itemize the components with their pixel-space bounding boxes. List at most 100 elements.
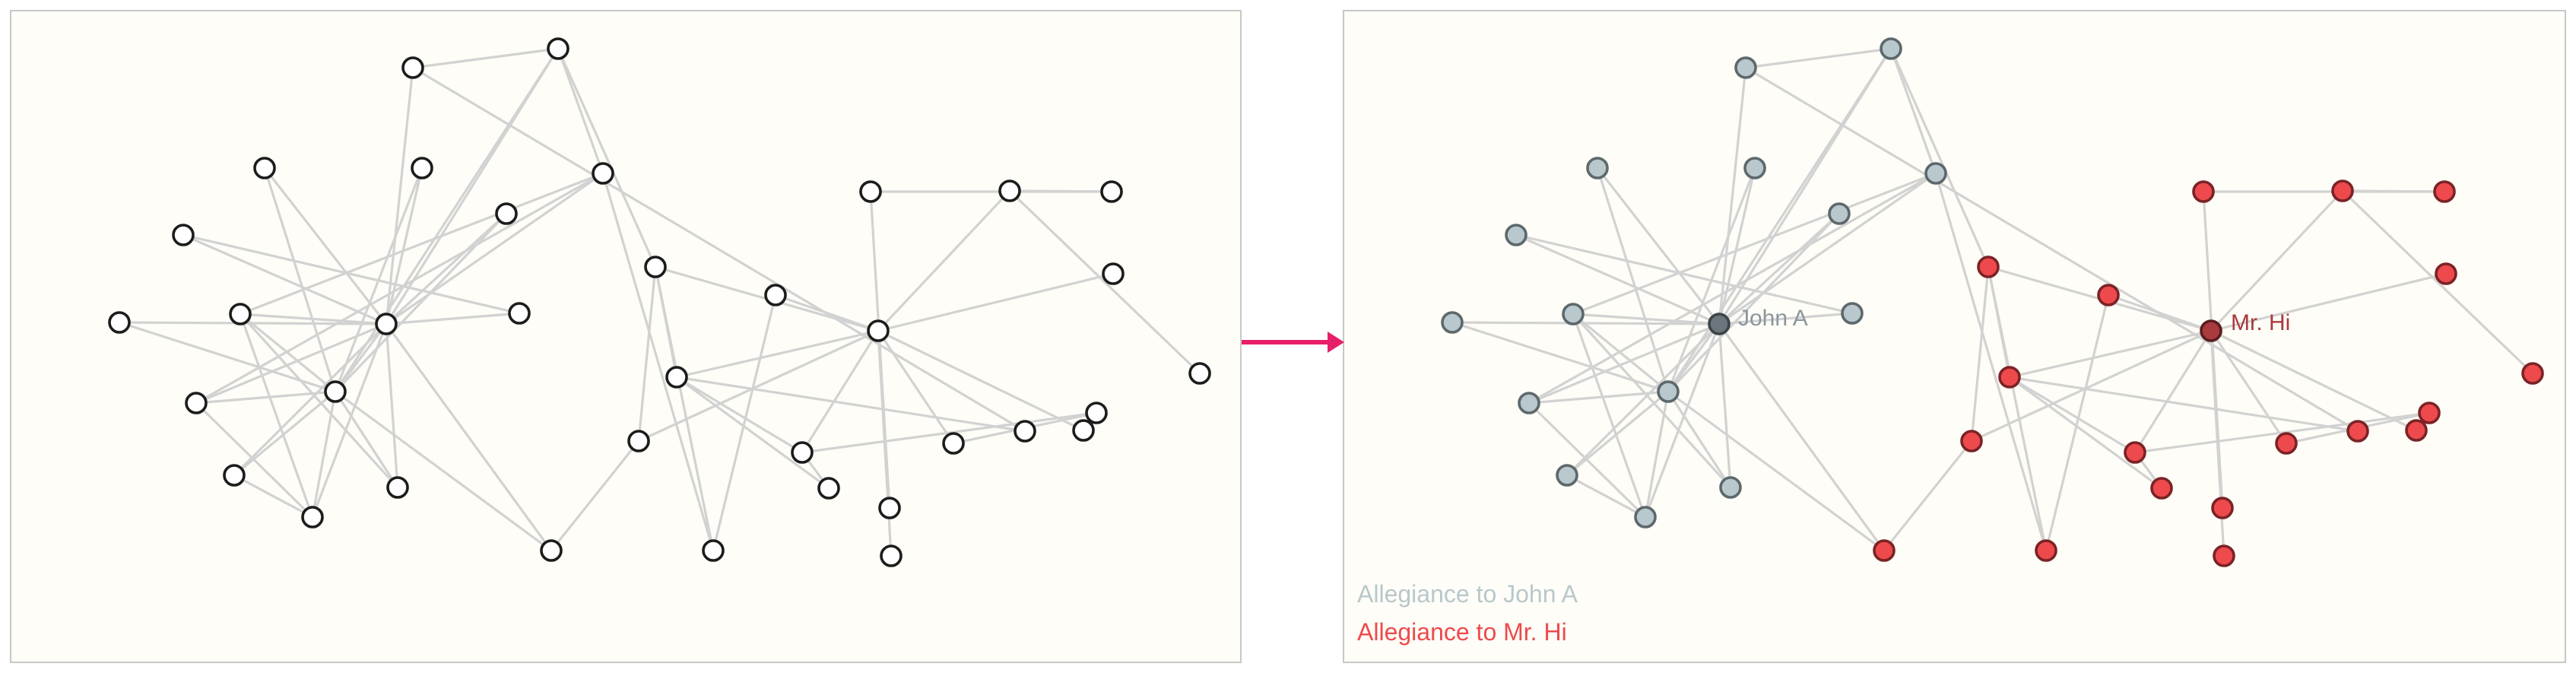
right-edge xyxy=(1451,321,1720,325)
left-node xyxy=(817,477,840,500)
right-node-john xyxy=(1734,56,1757,79)
right-edge xyxy=(1745,47,1892,69)
right-edge xyxy=(1566,322,1721,477)
left-node xyxy=(324,380,347,403)
right-node-hi xyxy=(2435,262,2457,285)
right-node-john xyxy=(1441,311,1464,334)
right-edge xyxy=(1718,172,1937,325)
right-edge xyxy=(2210,272,2447,332)
left-edge xyxy=(335,390,552,552)
left-edge xyxy=(239,313,399,489)
left-edge xyxy=(239,313,337,393)
right-edge xyxy=(1718,167,1756,325)
right-node-hi xyxy=(2035,539,2057,562)
left-edge xyxy=(385,67,414,325)
right-node-hi xyxy=(1998,366,2021,389)
left-edge xyxy=(119,321,387,325)
right-edge xyxy=(1528,322,1720,405)
right-node-hi xyxy=(2150,477,2173,500)
right-node-hi xyxy=(2213,544,2235,567)
right-node-hi xyxy=(2346,420,2369,443)
left-node xyxy=(508,302,531,325)
left-edge xyxy=(801,411,1097,454)
right-edge xyxy=(2133,330,2213,453)
left-node xyxy=(375,313,398,335)
right-node-john xyxy=(1841,302,1864,325)
left-edge xyxy=(240,172,604,316)
right-edge xyxy=(1718,312,1853,325)
right-edge xyxy=(2134,411,2430,454)
right-edge xyxy=(1718,212,1841,325)
left-node xyxy=(301,506,324,529)
left-node xyxy=(386,476,409,499)
left-nodes xyxy=(108,37,1211,567)
left-edge xyxy=(385,167,424,325)
left-panel xyxy=(10,10,1242,663)
right-edge xyxy=(1566,390,1670,477)
arrow-head xyxy=(1328,332,1344,353)
right-node-hi xyxy=(1960,430,1983,452)
left-node xyxy=(665,366,688,389)
right-edge xyxy=(1515,233,1853,315)
right-node-john xyxy=(1657,380,1680,403)
left-node xyxy=(1100,180,1123,203)
right-edge xyxy=(1515,233,1720,325)
left-edge xyxy=(877,272,1114,332)
left-edge xyxy=(311,391,337,518)
right-node-john xyxy=(1586,157,1609,179)
right-node-hi xyxy=(2418,402,2441,424)
left-edge xyxy=(385,323,553,551)
left-node xyxy=(942,432,965,455)
right-edge xyxy=(2009,329,2212,379)
left-edge xyxy=(385,312,520,325)
right-edge xyxy=(1644,323,1721,518)
left-node xyxy=(540,539,563,562)
right-node-john xyxy=(1556,464,1578,487)
right-edge xyxy=(1889,48,1990,268)
left-edge xyxy=(263,167,388,325)
right-edge xyxy=(1596,167,1670,392)
right-panel xyxy=(1343,10,2566,663)
right-node-john xyxy=(1634,506,1657,529)
right-node-john xyxy=(1505,224,1528,246)
left-edge xyxy=(233,474,313,519)
right-edge xyxy=(1934,173,2048,551)
right-node-hi xyxy=(2433,180,2456,203)
left-edge xyxy=(263,167,337,392)
right-edge xyxy=(1572,313,1647,518)
left-node xyxy=(547,37,569,60)
left-edge xyxy=(877,329,1084,432)
left-edge xyxy=(385,172,604,325)
right-edge xyxy=(1971,329,2212,443)
right-node-hi xyxy=(2405,419,2428,442)
left-edge xyxy=(233,390,337,477)
right-edge xyxy=(1572,313,1732,489)
right-edge xyxy=(1572,172,1937,316)
left-edge xyxy=(412,47,559,69)
left-edge xyxy=(239,313,314,518)
left-node xyxy=(411,157,433,179)
right-node-john xyxy=(1743,157,1766,179)
left-node xyxy=(1014,420,1036,443)
left-node xyxy=(108,311,131,334)
left-node xyxy=(880,544,903,567)
right-node-hi xyxy=(2124,441,2146,464)
left-edge xyxy=(195,322,387,405)
transition-arrow xyxy=(1242,332,1344,353)
right-node-hi xyxy=(2097,284,2120,306)
left-edge xyxy=(334,391,399,488)
right-node-john-a xyxy=(1708,313,1731,335)
right-edge xyxy=(1970,266,1990,442)
right-node-mr-hi xyxy=(2200,319,2222,342)
right-node-john xyxy=(1880,37,1902,60)
left-node xyxy=(1102,262,1125,285)
left-edge xyxy=(182,233,520,315)
right-edge xyxy=(1889,48,1937,174)
left-edge xyxy=(557,48,604,174)
right-edge xyxy=(1528,402,1647,519)
right-nodes xyxy=(1441,37,2544,567)
left-edge xyxy=(676,376,830,490)
right-edge xyxy=(1718,323,1886,551)
legend-john-a: Allegiance to John A xyxy=(1357,580,1578,608)
legend: Allegiance to John A Allegiance to Mr. H… xyxy=(1357,580,1578,646)
